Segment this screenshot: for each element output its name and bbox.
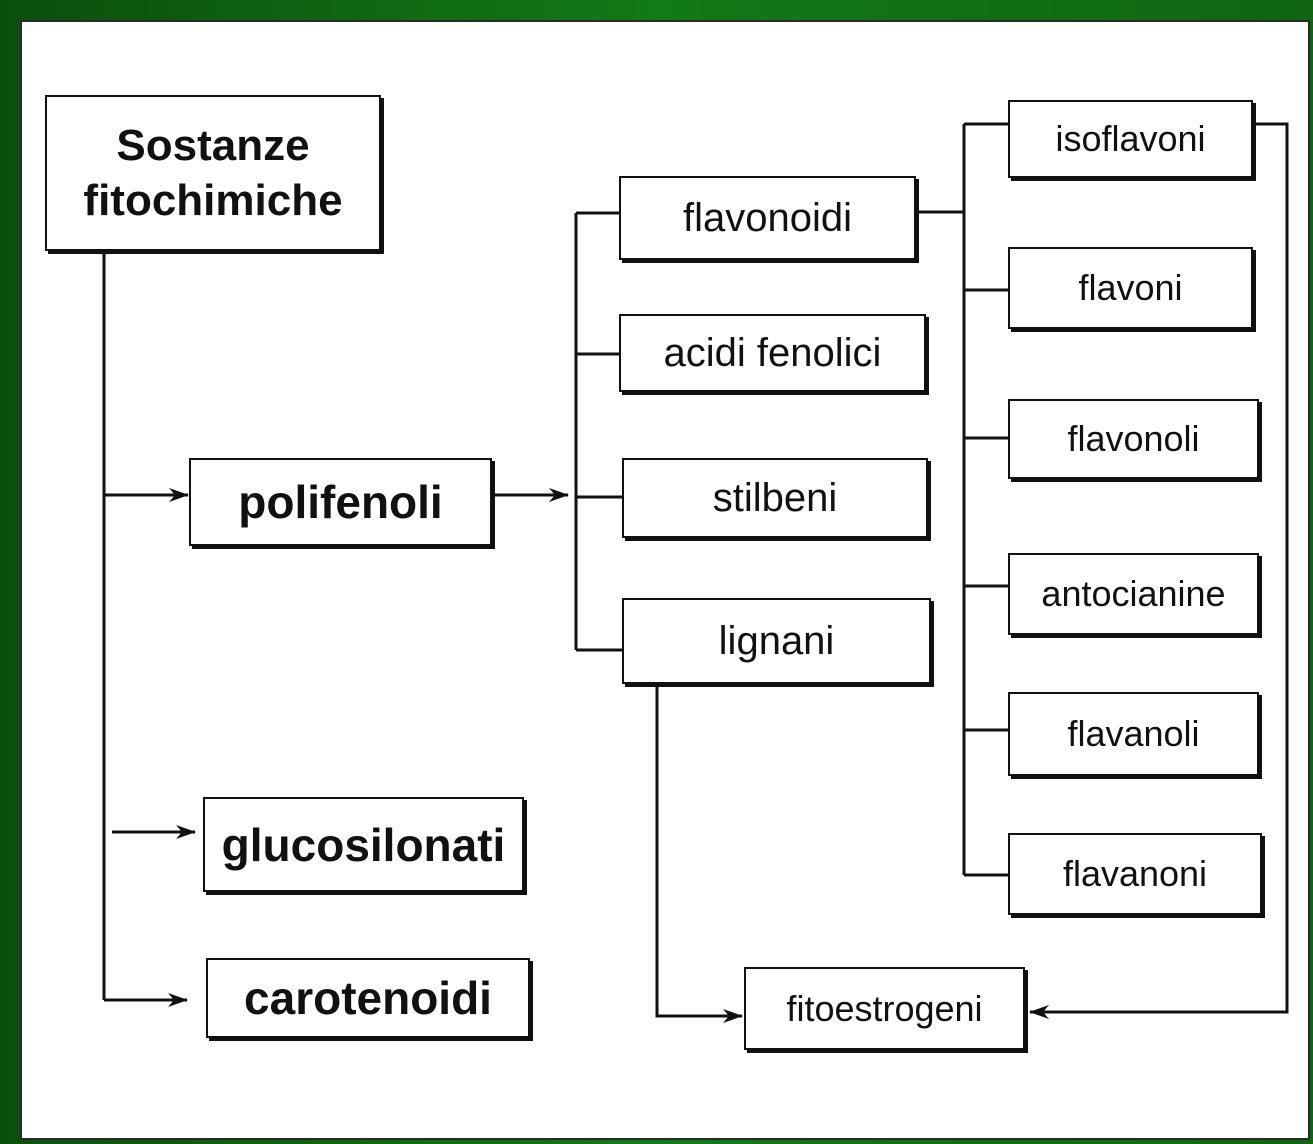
root-label-line1: Sostanze xyxy=(116,121,310,170)
node-isoflavoni: isoflavoni xyxy=(1008,100,1253,178)
node-antocianine: antocianine xyxy=(1008,553,1259,635)
node-flavonoli: flavonoli xyxy=(1008,399,1259,479)
node-polifenoli: polifenoli xyxy=(189,458,492,546)
node-carotenoidi: carotenoidi xyxy=(206,958,530,1038)
arrow-isoflavoni-to-fitoestrogeni xyxy=(1029,122,1289,1019)
node-glucosilonati: glucosilonati xyxy=(203,797,524,892)
node-lignani: lignani xyxy=(622,598,931,684)
root-label-line2: fitochimiche xyxy=(83,176,343,225)
arrow-lignani-to-fitoestrogeni xyxy=(655,686,743,1023)
node-acidi-fenolici: acidi fenolici xyxy=(619,314,926,392)
node-flavanoni: flavanoni xyxy=(1008,833,1262,915)
node-flavonoidi: flavonoidi xyxy=(619,176,916,260)
node-fitoestrogeni: fitoestrogeni xyxy=(744,967,1025,1050)
node-flavoni: flavoni xyxy=(1008,247,1253,329)
node-flavanoli: flavanoli xyxy=(1008,692,1259,776)
node-stilbeni: stilbeni xyxy=(622,458,928,538)
root-node: Sostanze fitochimiche xyxy=(45,95,381,251)
